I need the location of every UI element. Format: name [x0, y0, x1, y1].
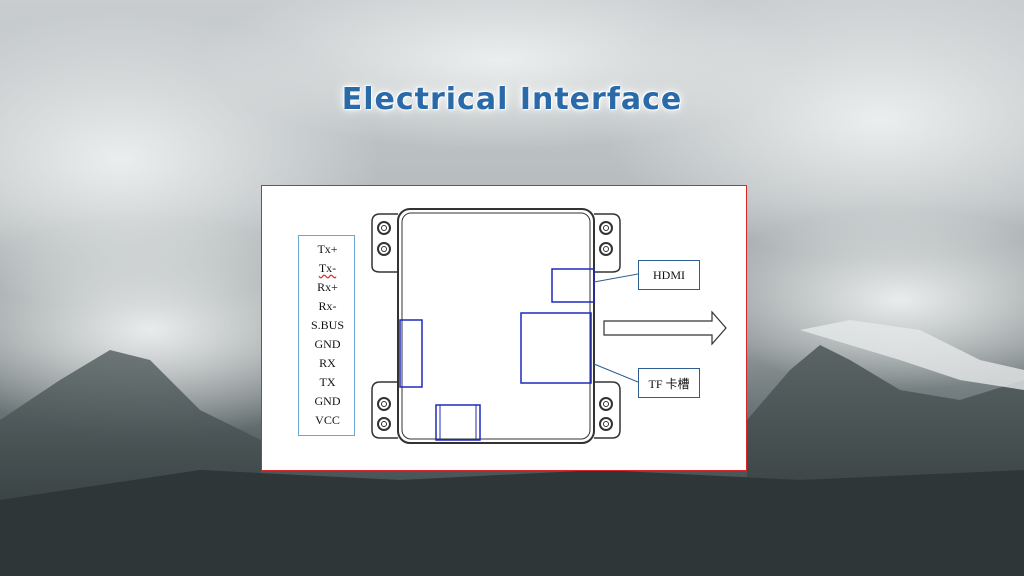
bottom-connector — [435, 404, 481, 441]
diagram-figure: Tx+ Tx- Rx+ Rx- S.BUS GND RX TX GND VCC … — [261, 185, 747, 471]
pin-label: GND — [314, 337, 341, 351]
mount-hole-icon — [599, 221, 613, 235]
pin-label: VCC — [315, 413, 340, 427]
mount-ear-top-left — [371, 213, 398, 273]
pin-label: Rx+ — [317, 280, 338, 294]
mount-hole-icon — [599, 417, 613, 431]
hdmi-label: HDMI — [638, 260, 700, 290]
board-outline-inner — [401, 212, 591, 440]
pin-label: GND — [314, 394, 341, 408]
pin-label: RX — [319, 356, 336, 370]
tf-card-slot — [520, 312, 592, 384]
pin-label: Tx+ — [317, 242, 338, 256]
mount-hole-icon — [599, 242, 613, 256]
output-arrow-icon — [603, 310, 727, 346]
pin-label: S.BUS — [310, 318, 345, 332]
pin-label: TX — [319, 375, 336, 389]
mount-hole-icon — [377, 397, 391, 411]
mount-hole-icon — [377, 242, 391, 256]
tf-leader-line — [593, 363, 639, 383]
hdmi-port — [551, 268, 595, 303]
board-outline — [397, 208, 595, 444]
mount-hole-icon — [377, 221, 391, 235]
mount-ear-top-right — [594, 213, 621, 273]
hdmi-leader-line — [593, 273, 639, 283]
mount-hole-icon — [599, 397, 613, 411]
pin-list: Tx+ Tx- Rx+ Rx- S.BUS GND RX TX GND VCC — [298, 235, 355, 436]
left-connector — [399, 319, 423, 388]
pin-label: Rx- — [318, 299, 337, 313]
tf-slot-label: TF 卡槽 — [638, 368, 700, 398]
mount-ear-bottom-right — [594, 381, 621, 439]
slide-title: Electrical Interface — [341, 82, 683, 117]
board-drawing — [371, 208, 727, 444]
pin-label: Tx- — [318, 261, 337, 275]
mount-ear-bottom-left — [371, 381, 398, 439]
mount-hole-icon — [377, 417, 391, 431]
